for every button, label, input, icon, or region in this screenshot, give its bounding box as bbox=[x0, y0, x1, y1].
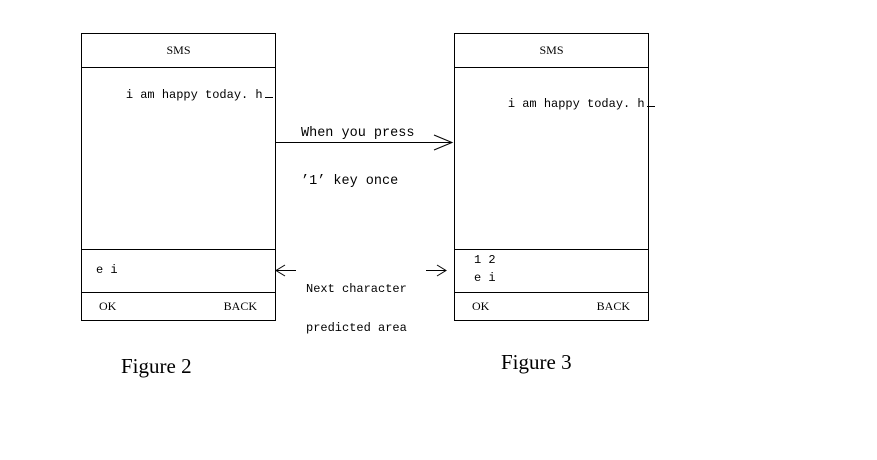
prediction-area-note: Next character predicted area bbox=[306, 257, 407, 348]
text-cursor bbox=[646, 106, 655, 108]
screen-title: SMS bbox=[455, 34, 648, 68]
press-key-note: When you press ’1’ key once bbox=[301, 94, 414, 206]
left-pointer-arrow bbox=[275, 264, 296, 277]
prediction-letters: e i bbox=[474, 271, 496, 285]
message-content: i am happy today. h bbox=[125, 88, 263, 102]
prediction-area-note-line2: predicted area bbox=[306, 321, 407, 335]
message-text: i am happy today. h bbox=[479, 83, 655, 125]
press-key-note-line1: When you press bbox=[301, 126, 415, 141]
ok-softkey[interactable]: OK bbox=[472, 299, 490, 313]
prediction-digits: 1 2 bbox=[474, 253, 496, 267]
prediction-area: 1 2 e i bbox=[455, 249, 648, 293]
right-pointer-arrow bbox=[426, 264, 447, 277]
back-softkey[interactable]: BACK bbox=[596, 299, 630, 313]
phone-screen-figure-2: SMS i am happy today. h e i OK BACK bbox=[81, 33, 276, 321]
message-content: i am happy today. h bbox=[507, 97, 645, 111]
press-key-note-line2: ’1’ key once bbox=[301, 174, 399, 189]
prediction-area: e i bbox=[82, 249, 275, 293]
ok-softkey[interactable]: OK bbox=[99, 299, 117, 313]
phone-screen-figure-3: SMS i am happy today. h 1 2 e i OK BACK bbox=[454, 33, 655, 321]
figure-3-caption: Figure 3 bbox=[501, 350, 572, 374]
back-softkey[interactable]: BACK bbox=[223, 299, 257, 313]
figure-2-caption: Figure 2 bbox=[121, 354, 192, 378]
text-cursor bbox=[264, 97, 273, 99]
prediction-area-note-line1: Next character bbox=[306, 282, 407, 296]
prediction-letters: e i bbox=[96, 263, 118, 277]
screen-title: SMS bbox=[82, 34, 275, 68]
message-text: i am happy today. h bbox=[97, 74, 273, 116]
